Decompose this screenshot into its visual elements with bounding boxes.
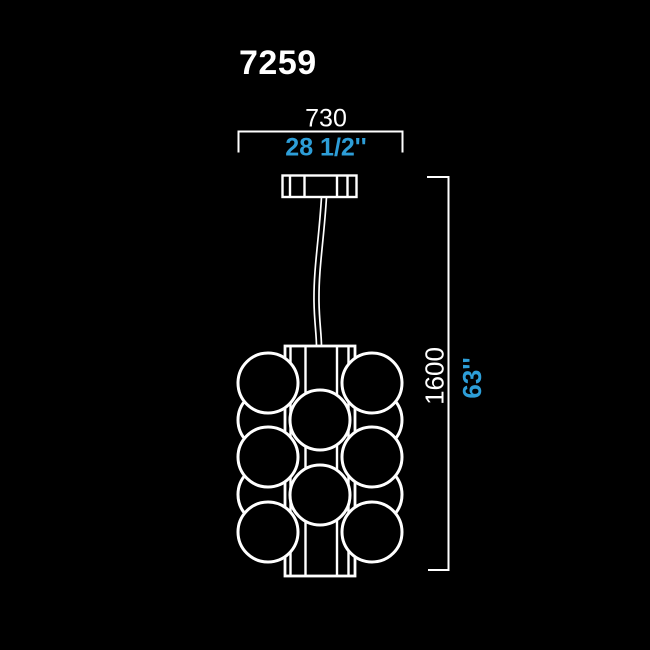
- cable-line: [318, 196, 328, 348]
- model-number-label: 7259: [239, 44, 317, 82]
- glass-sphere: [236, 425, 300, 489]
- height-dimension-bracket: [427, 176, 450, 571]
- lamp-body: [236, 344, 404, 578]
- glass-sphere: [236, 500, 300, 564]
- canopy-body: [281, 174, 358, 199]
- height-inches-label: 63'': [457, 357, 487, 398]
- height-dimension: [427, 176, 450, 571]
- cable-line: [313, 196, 323, 348]
- glass-sphere: [340, 351, 404, 415]
- glass-sphere: [288, 463, 352, 527]
- width-mm-label: 730: [305, 105, 347, 133]
- width-inches-label: 28 1/2'': [285, 134, 366, 162]
- suspension-cable: [313, 196, 328, 348]
- glass-sphere: [340, 425, 404, 489]
- glass-sphere: [288, 388, 352, 452]
- glass-sphere: [236, 351, 300, 415]
- ceiling-canopy: [281, 174, 358, 199]
- front-side-spheres: [236, 351, 404, 564]
- width-dimension-bracket: [237, 130, 404, 153]
- width-dimension: [237, 130, 404, 153]
- pendant-lamp: [236, 174, 404, 578]
- height-mm-label: 1600: [420, 347, 450, 405]
- front-center-spheres: [288, 388, 352, 527]
- glass-sphere: [340, 500, 404, 564]
